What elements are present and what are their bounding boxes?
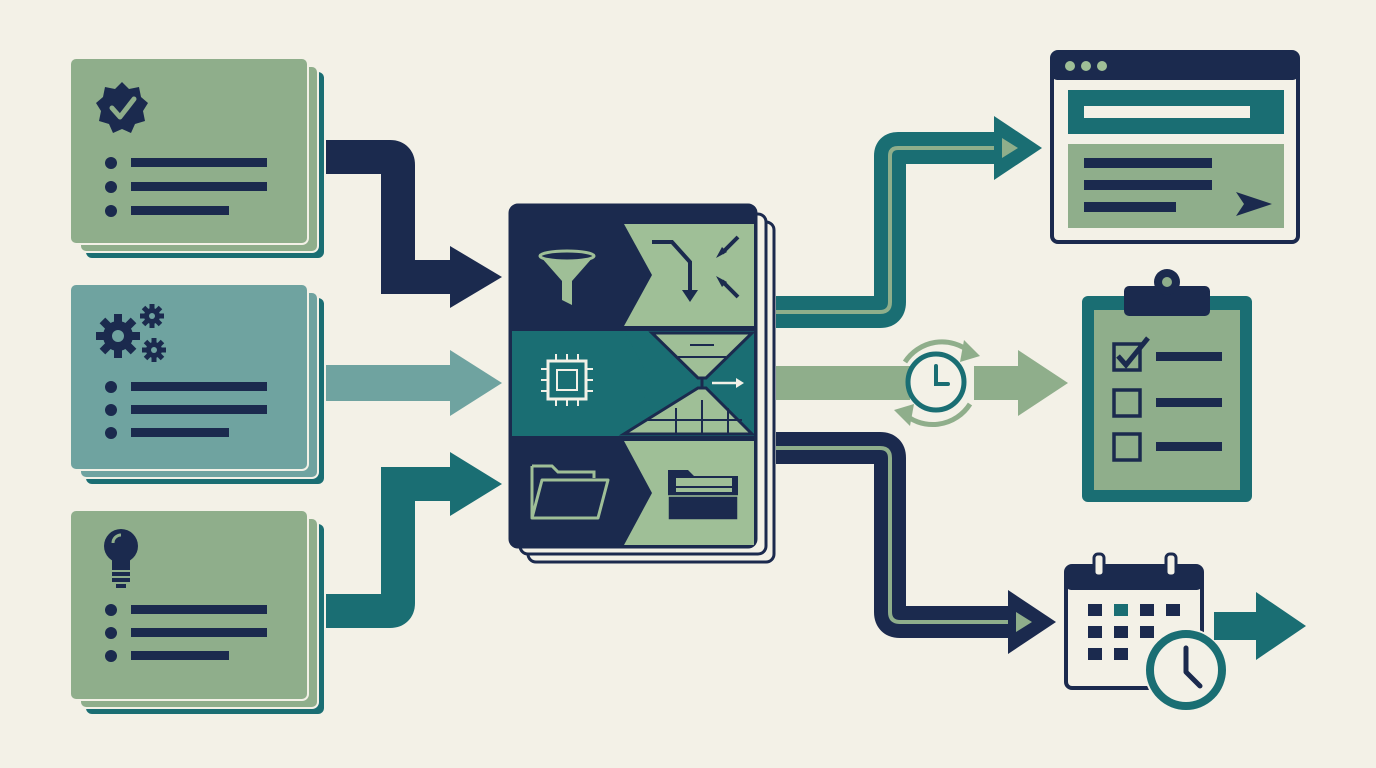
input-card-2: [69, 283, 309, 471]
processor-row-1: [512, 224, 754, 326]
bullet-list-2: [105, 381, 267, 439]
input-arrow-3: [326, 452, 502, 628]
input-arrow-2: [326, 350, 502, 416]
processor-row-2: [512, 331, 756, 436]
chip-icon: [541, 354, 593, 406]
browser-window-icon: [1050, 50, 1300, 244]
clock-cycle-icon: [894, 339, 980, 427]
output-arrow-1: [776, 116, 1042, 328]
calendar-exit-arrow: [1214, 592, 1306, 660]
badge-check-icon: [96, 82, 148, 133]
processor-unit: [508, 203, 776, 564]
merge-compress-icon: [652, 235, 740, 302]
processor-row-3: [512, 441, 754, 545]
output-arrow-3: [776, 432, 1056, 654]
folder-documents-icon: [667, 470, 739, 521]
output-arrow-2: [776, 339, 1068, 427]
lightbulb-icon: [104, 529, 138, 588]
hourglass-transform-icon: [618, 331, 756, 436]
input-arrow-1: [326, 140, 502, 308]
folder-open-icon: [530, 464, 610, 520]
input-card-stack-1: [69, 57, 324, 258]
bullet-list-3: [105, 604, 267, 662]
gears-icon: [96, 304, 166, 362]
input-card-stack-3: [69, 509, 324, 714]
input-card-stack-2: [69, 283, 324, 484]
calendar-clock-icon: [1064, 552, 1306, 712]
bullet-list-1: [105, 157, 267, 217]
input-card-1: [69, 57, 309, 245]
funnel-icon: [538, 249, 596, 305]
clipboard-checklist-icon: [1082, 269, 1252, 502]
